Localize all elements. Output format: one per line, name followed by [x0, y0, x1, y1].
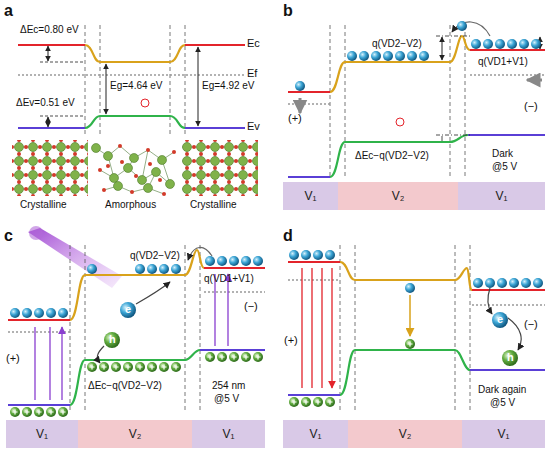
panel-c-carriers	[10, 256, 263, 417]
annotation-text: @5 V	[492, 161, 517, 173]
voltage-region-bar: V₁	[283, 182, 338, 210]
annotation-text: Ec	[247, 37, 260, 50]
region-label: V₂	[392, 189, 405, 203]
panel-d-carriers	[289, 250, 543, 407]
annotation-text: Ef	[247, 67, 257, 80]
annotation-text: (+)	[6, 352, 20, 365]
annotation-text: q(VD1+V1)	[204, 273, 254, 285]
annotation-text: Dark	[492, 148, 513, 160]
annotation-text: q(VD2−V2)	[372, 38, 422, 50]
region-label: V₂	[399, 427, 412, 441]
panel-letter: b	[283, 1, 293, 20]
region-label: V₂	[129, 427, 142, 441]
region-label: V₁	[304, 189, 316, 203]
annotation-text: ΔEc−q(VD2−V2)	[88, 380, 162, 392]
voltage-region-bar: V₁	[462, 420, 545, 448]
annotation-text: q(VD1+V1)	[478, 56, 528, 68]
voltage-region-bar: V₂	[348, 420, 462, 448]
panel-letter: d	[283, 226, 293, 245]
carrier-symbol: h	[109, 333, 116, 346]
annotation-text: q(VD2−V2)	[130, 250, 180, 262]
region-label: V₁	[222, 427, 234, 441]
carrier-symbol: h	[507, 351, 514, 364]
carrier-symbol: e	[497, 313, 503, 326]
atomic-structure	[12, 140, 258, 196]
panel-c-bands	[8, 226, 265, 412]
region-label: V₁	[309, 427, 321, 441]
annotation-text: @5 V	[490, 397, 515, 409]
annotation-text: 254 nm	[212, 380, 245, 392]
annotation-text: ΔEv=0.51 eV	[16, 97, 75, 109]
region-label: V₁	[36, 427, 48, 441]
voltage-region-bar: V₁	[6, 420, 78, 448]
annotation-text: Eg=4.92 eV	[202, 80, 255, 92]
annotation-text: (−)	[244, 300, 258, 313]
voltage-region-bar: V₂	[78, 420, 192, 448]
annotation-text: ΔEc−q(VD2−V2)	[355, 150, 429, 162]
annotation-text: Eg=4.64 eV	[110, 80, 163, 92]
panel-d-bands	[288, 245, 545, 412]
annotation-text: Ev	[247, 120, 260, 133]
annotation-text: Dark again	[478, 384, 526, 396]
region-label: V₁	[497, 427, 509, 441]
panel-b-bands	[288, 22, 545, 178]
panel-letter: c	[4, 226, 13, 245]
annotation-text: (−)	[524, 100, 538, 113]
panel-letter: a	[4, 1, 13, 20]
voltage-region-bar: V₁	[458, 182, 545, 210]
annotation-text: (−)	[524, 318, 538, 331]
annotation-text: (+)	[284, 334, 298, 347]
carrier-symbol: e	[125, 303, 131, 316]
voltage-region-bar: V₂	[338, 182, 458, 210]
annotation-text: @5 V	[214, 393, 239, 405]
voltage-region-bar: V₁	[283, 420, 348, 448]
annotation-text: Crystalline	[190, 199, 237, 211]
annotation-text: ΔEc=0.80 eV	[20, 24, 79, 36]
annotation-text: Amorphous	[105, 199, 156, 211]
annotation-text: Crystalline	[20, 199, 67, 211]
annotation-text: (+)	[288, 112, 302, 125]
panel-b-electrons	[295, 21, 541, 91]
region-label: V₁	[495, 189, 507, 203]
voltage-region-bar: V₁	[192, 420, 265, 448]
